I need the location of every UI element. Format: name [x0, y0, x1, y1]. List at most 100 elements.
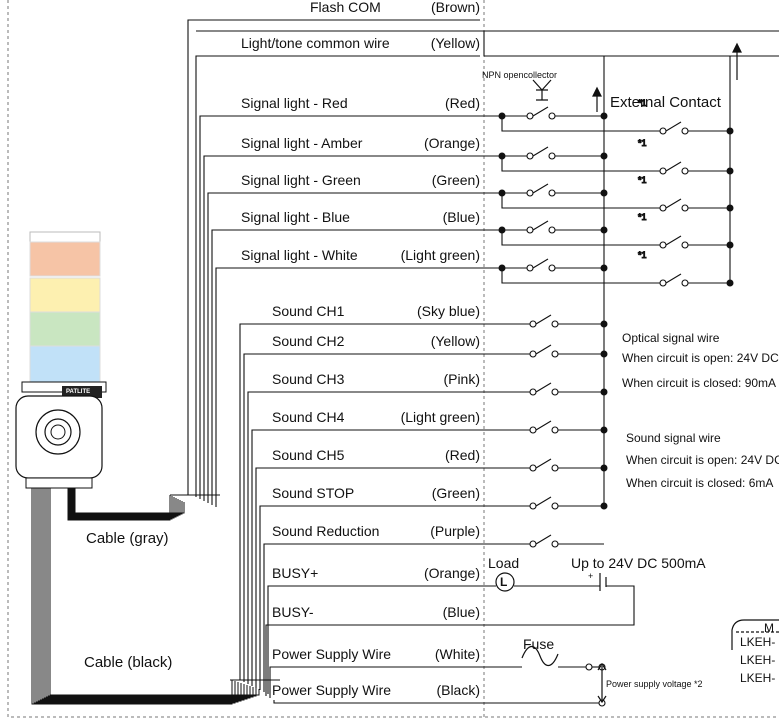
switch-node — [526, 226, 534, 234]
tier-blue — [29, 345, 101, 383]
wire-name: Sound CH5 — [272, 447, 345, 463]
junction-dot — [498, 152, 506, 160]
sound-closed: When circuit is closed: 6mA — [626, 476, 774, 490]
switch-node — [529, 502, 537, 510]
black-cable-strand — [37, 488, 242, 702]
wire-line — [255, 467, 484, 688]
busy-rating-label: Up to 24V DC 500mA — [571, 555, 706, 571]
wire-line — [269, 666, 484, 698]
wire-color: (Black) — [436, 682, 480, 698]
junction-dot — [498, 112, 506, 120]
wire-name: Power Supply Wire — [272, 646, 392, 662]
junction-dot — [600, 226, 608, 234]
switch-node — [548, 226, 556, 234]
wire-color: (Green) — [431, 172, 480, 188]
tower-base — [25, 477, 93, 489]
gray-cable-strand — [72, 488, 181, 516]
cable-gray-label: Cable (gray) — [86, 530, 169, 547]
brand-label: PATLITE — [66, 389, 91, 395]
wire-color: (Blue) — [442, 209, 480, 225]
wire-color: (Brown) — [430, 0, 480, 15]
busy-circuit — [484, 585, 635, 626]
switch-node — [529, 540, 537, 548]
switch-blade — [532, 220, 549, 231]
voltage-arrow-heads — [597, 662, 607, 704]
load-symbol: L — [500, 575, 508, 589]
switch-node — [681, 127, 689, 135]
switch-node — [529, 350, 537, 358]
switch-blade — [535, 534, 552, 545]
tier-red — [29, 241, 101, 277]
junction-dot — [600, 388, 608, 396]
wire-name: Sound CH2 — [272, 333, 345, 349]
gray-cable-strand — [67, 488, 171, 521]
wire-name: Sound CH3 — [272, 371, 345, 387]
black-cable-strand — [43, 488, 251, 699]
sound-title: Sound signal wire — [626, 431, 721, 445]
junction-dot — [726, 279, 734, 287]
black-cable-strand — [39, 488, 245, 701]
optical-title: Optical signal wire — [622, 331, 720, 345]
switch-blade — [535, 496, 552, 507]
cable-join — [170, 494, 280, 681]
switch-blade — [665, 235, 682, 246]
switch-node — [681, 167, 689, 175]
wire-line — [195, 55, 480, 497]
ext-wire — [501, 156, 660, 172]
switch-blade — [665, 161, 682, 172]
frame-lines — [7, 0, 778, 718]
external-contact-label: External Contact — [610, 94, 721, 111]
switch-node — [529, 388, 537, 396]
wire-name: Power Supply Wire — [272, 682, 392, 698]
junction-dot — [498, 264, 506, 272]
load-icon — [495, 572, 515, 592]
switch-node — [681, 204, 689, 212]
gray-cable-strand — [71, 488, 179, 517]
wire-name: Signal light - Blue — [241, 209, 350, 225]
switch-blade — [665, 273, 682, 284]
symbols — [495, 42, 779, 704]
switch-node — [551, 464, 559, 472]
junction-dot — [726, 167, 734, 175]
speaker-center — [50, 424, 66, 440]
switch-node — [548, 152, 556, 160]
switch-blade — [665, 121, 682, 132]
junction-dot — [600, 464, 608, 472]
junction-dot — [600, 112, 608, 120]
black-cable-strand — [41, 488, 248, 700]
wire-line — [203, 155, 484, 501]
wire-line — [273, 700, 484, 704]
wire-line — [243, 353, 484, 682]
wire-name: Light/tone common wire — [241, 35, 390, 51]
wire-color: (Light green) — [400, 247, 480, 263]
sound-open: When circuit is open: 24V DC — [626, 453, 779, 467]
black-cable-strand — [35, 488, 239, 703]
switch-node — [551, 320, 559, 328]
model-row-3: LKEH- — [740, 671, 776, 685]
model-row-2: LKEH- — [740, 653, 776, 667]
wire-name: Sound CH4 — [272, 409, 345, 425]
junction-dot — [498, 226, 506, 234]
switch-node — [551, 388, 559, 396]
junction-dot — [600, 350, 608, 358]
junction-dot — [498, 189, 506, 197]
wire-name: Sound CH1 — [272, 303, 345, 319]
ext-wire — [501, 116, 660, 132]
switch-blade — [665, 198, 682, 209]
wire-line — [247, 391, 484, 684]
fuse-icon — [521, 645, 559, 667]
wire-line — [263, 543, 484, 692]
switch-blade — [535, 420, 552, 431]
transistor-icon — [532, 79, 552, 101]
switch-node — [681, 279, 689, 287]
signal-tower — [15, 231, 107, 489]
black-cable-strand — [33, 488, 236, 704]
black-cable-strand — [31, 488, 233, 705]
load-label: Load — [488, 555, 520, 571]
model-table-frame — [731, 619, 779, 650]
optical-closed: When circuit is closed: 90mA — [622, 376, 777, 390]
switch-blade — [535, 382, 552, 393]
wire-name: Sound Reduction — [272, 523, 380, 539]
switch-node — [526, 112, 534, 120]
switch-node — [529, 320, 537, 328]
